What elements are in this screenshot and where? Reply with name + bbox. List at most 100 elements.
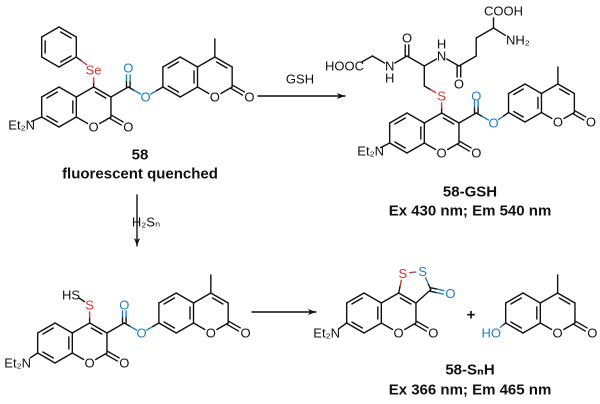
ring-bond-inner [42, 327, 54, 335]
n-bond [30, 116, 43, 123]
carbonyl-bond-double [573, 323, 587, 332]
bond [492, 27, 507, 37]
ring-bond [504, 292, 524, 304]
ring-bond [447, 142, 460, 151]
ring-bond [504, 322, 524, 334]
ring-bond [540, 83, 559, 95]
ring-bond [75, 116, 89, 125]
o-aryl-bond [152, 322, 160, 328]
atom-hs: HS [62, 288, 80, 303]
ring-bond [404, 322, 417, 331]
ring-bond [423, 112, 443, 124]
compound-58: Se O O Et₂N O O O O 58 fluorescent quenc… [8, 61, 254, 183]
atom-o-ester-carbonyl: O [119, 298, 129, 313]
ring-bond [539, 322, 553, 331]
ring-bond [175, 322, 195, 334]
atom-s-2: S [418, 264, 427, 279]
ring-bond [427, 282, 432, 291]
ring-bond [175, 292, 195, 304]
ring-bond [524, 83, 543, 95]
ring-bond [399, 279, 403, 288]
compound-58-gsh-label: 58-GSH [443, 184, 497, 201]
ring-bond-inner [394, 117, 406, 125]
ring-bond-inner [351, 297, 363, 305]
ring-bond [388, 112, 408, 124]
carbonyl-bond-double [109, 117, 123, 126]
amide-bond [446, 58, 460, 67]
carbonyl-bond-double [457, 143, 471, 152]
persulfide-intermediate: S HS O O Et₂N O O O O [4, 288, 250, 371]
ring-bond-inner [510, 297, 522, 305]
atom-o-lactone: O [471, 146, 481, 161]
cyclization-arrow-head [308, 309, 316, 315]
ring-bond-inner [42, 351, 54, 359]
atom-o-ring-2: O [553, 115, 563, 130]
ring-bond [95, 352, 108, 361]
ring-bond-inner [60, 55, 72, 63]
o-h-bond [499, 324, 504, 328]
ring-bond [216, 322, 229, 331]
compound-58-snh-spectra: Ex 366 nm; Em 465 nm [389, 382, 552, 399]
atom-cooh: COOH [484, 4, 523, 19]
se-phenyl-bond [75, 56, 83, 62]
n-bond [29, 352, 39, 359]
ring-bond [397, 292, 417, 304]
atom-n-cys: N [437, 49, 446, 64]
s-ch2-bond [429, 88, 437, 94]
bond [406, 55, 425, 67]
atom-diethylamino: Et₂N [4, 356, 31, 371]
ring-bond [54, 322, 74, 334]
atom-o-ester-carbonyl: O [123, 61, 133, 76]
carbonyl-bond-double [228, 320, 242, 329]
ring-bond [36, 322, 56, 334]
ring-bond [158, 322, 177, 334]
atom-s: S [437, 89, 446, 104]
ring-bond [415, 288, 432, 304]
o-aryl-bond [497, 115, 505, 121]
ring-bond [36, 352, 56, 364]
ring-bond [210, 292, 229, 304]
ring-bond-inner [167, 61, 180, 69]
o-aryl-bond [156, 86, 164, 92]
atom-o-ring: O [553, 326, 563, 341]
ring-bond-inner [394, 141, 406, 149]
ring-bond-inner [163, 321, 176, 329]
s-s-bond [78, 297, 86, 303]
atom-o-lactone: O [428, 326, 438, 341]
ring-bond [363, 322, 383, 334]
ring-bond [158, 292, 177, 304]
atom-o-lactone: O [123, 120, 133, 135]
ring-bond [71, 352, 85, 361]
ring-bond-inner [94, 91, 107, 99]
reagent-gsh: GSH [286, 72, 314, 87]
o-aryl-bond [150, 89, 158, 95]
ring-bond [345, 292, 365, 304]
ring-bond [363, 292, 383, 304]
ring-bond [345, 322, 365, 334]
ring-bond-inner [513, 88, 524, 96]
o-aryl-bond [502, 111, 510, 117]
atom-ho: HO [482, 326, 502, 341]
ring-bond [220, 86, 233, 95]
carbonyl-bond-double [226, 323, 240, 332]
amide-bond [394, 55, 408, 64]
ester-o-bond [481, 115, 490, 121]
ring-bond-inner [211, 297, 224, 305]
compound-58-snh-label: 58-SₙH [445, 362, 494, 379]
ring-bond-inner [399, 297, 412, 305]
ring-bond [540, 111, 553, 120]
atom-o-lactone-2: O [586, 115, 596, 130]
thiolactone-carbonyl-bond-double [430, 287, 439, 290]
carbonyl-bond-double [572, 113, 585, 121]
ring-bond [539, 292, 559, 304]
ring-bond-inner [163, 297, 176, 305]
atom-o-amide: O [402, 31, 412, 46]
atom-n-gly: N [385, 59, 394, 74]
ring-bond [507, 83, 526, 95]
ring-bond [40, 56, 60, 68]
ring-bond [406, 112, 426, 124]
ring-bond [556, 292, 576, 304]
gsh-arrow-head [337, 93, 345, 99]
atom-o-ring-2: O [210, 90, 220, 105]
atom-o-ester: O [137, 326, 147, 341]
